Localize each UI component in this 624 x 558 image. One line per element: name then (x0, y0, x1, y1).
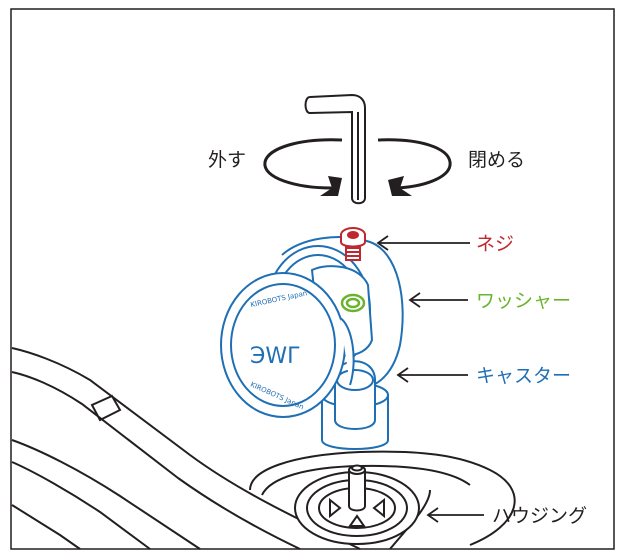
remove-label: 外す (208, 149, 246, 171)
caster-label: キャスター (476, 365, 571, 387)
caster-callout-arrow-icon (396, 367, 468, 383)
caster (220, 236, 404, 450)
screw (340, 227, 366, 261)
caster-logo: ЭWΓ (250, 344, 300, 369)
housing-label: ハウジング (492, 505, 587, 527)
washer-callout-arrow-icon (408, 292, 468, 308)
screw-label: ネジ (476, 233, 514, 255)
rotation-arrows (263, 138, 452, 190)
screw-callout-arrow-icon (376, 235, 470, 251)
remove-arrowhead-icon (320, 176, 342, 196)
washer (340, 293, 366, 313)
tighten-arrowhead-icon (388, 176, 412, 196)
diagram-frame (10, 8, 615, 550)
hex-key (304, 93, 366, 205)
washer-label: ワッシャー (476, 290, 571, 312)
housing-callout-arrow-icon (426, 507, 484, 523)
housing (294, 464, 420, 545)
tighten-label: 閉める (468, 149, 525, 171)
